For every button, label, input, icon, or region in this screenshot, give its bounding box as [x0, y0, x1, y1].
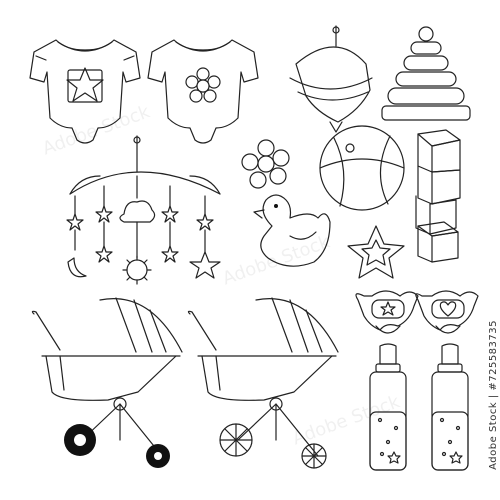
baby-bodysuit-star-icon [29, 39, 141, 144]
stacking-rings-pyramid-icon [381, 26, 471, 121]
baby-bottle-right-icon [431, 343, 469, 471]
baby-bodysuit-flower-icon [147, 39, 259, 144]
baby-bottle-left-icon [369, 343, 407, 471]
toy-blocks-icon [415, 129, 461, 263]
flower-icon [241, 139, 290, 189]
baby-stroller-black-wheels-icon [31, 297, 183, 468]
pacifier-heart-icon [415, 290, 479, 334]
rubber-duck-icon [253, 194, 331, 267]
pacifier-star-icon [355, 290, 419, 334]
star-icon [347, 225, 405, 279]
stock-id-label: Adobe Stock | #725583735 [488, 320, 499, 470]
beach-ball-icon [319, 125, 405, 211]
baby-stroller-spoke-wheels-icon [187, 297, 339, 469]
crib-mobile-icon [66, 135, 221, 285]
spinning-top-icon [289, 25, 373, 133]
